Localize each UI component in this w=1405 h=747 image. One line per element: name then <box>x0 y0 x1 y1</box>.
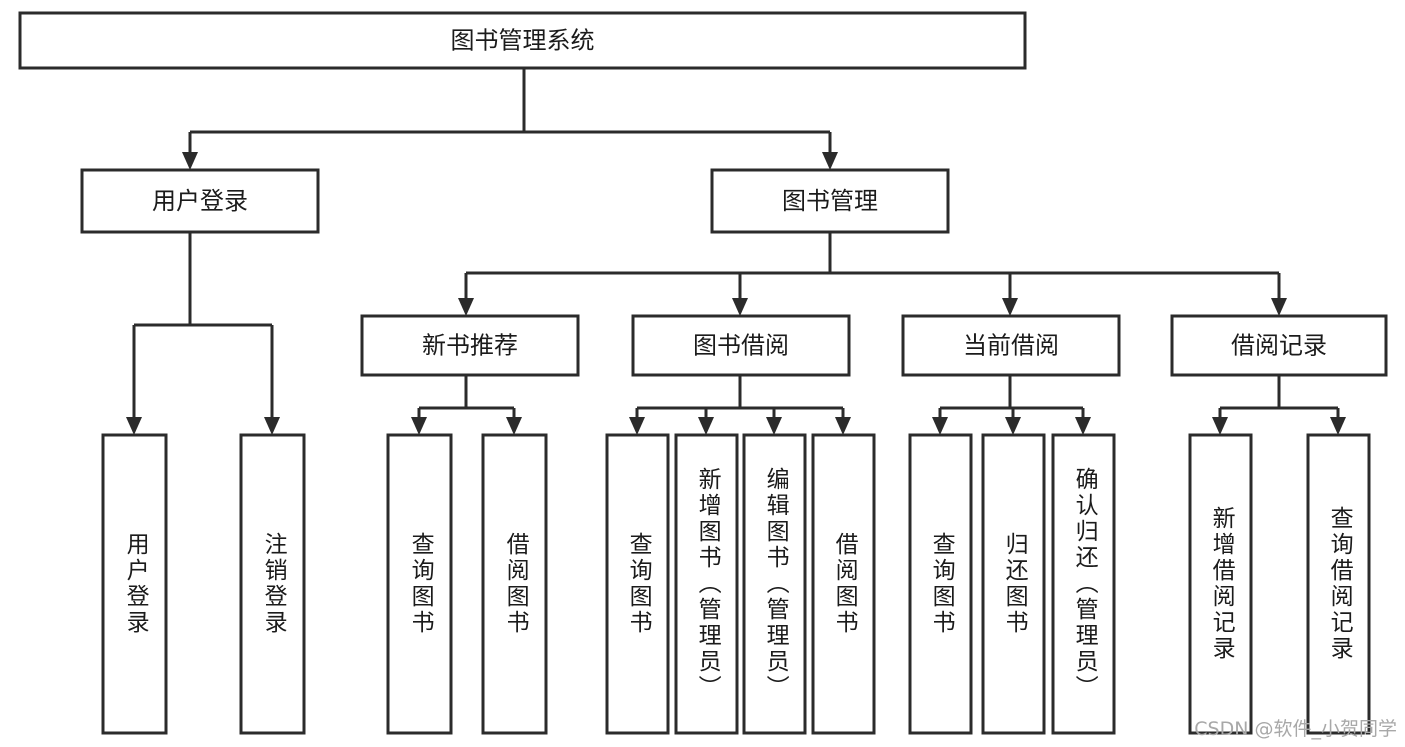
arrow-head-icon <box>1330 417 1346 435</box>
node-label-user-login: 用户登录 <box>152 187 248 215</box>
arrow-head-icon <box>126 417 142 435</box>
leaf-node-leaf-borrow-book-recommend[interactable] <box>481 433 548 735</box>
arrow-head-icon <box>629 417 645 435</box>
leaf-node-leaf-confirm-return-admin[interactable] <box>1051 433 1116 735</box>
arrow-head-icon <box>1271 298 1287 316</box>
node-book-borrow[interactable] <box>631 314 851 377</box>
node-borrow-record[interactable] <box>1170 314 1388 377</box>
arrow-head-icon <box>822 152 838 170</box>
arrow-head-icon <box>732 298 748 316</box>
watermark-text: CSDN @软件_小贺同学 <box>1194 718 1397 740</box>
node-label-book-borrow: 图书借阅 <box>693 332 789 360</box>
node-label-root: 图书管理系统 <box>451 27 595 55</box>
arrow-head-icon <box>1075 417 1091 435</box>
node-label-book-management: 图书管理 <box>782 187 878 215</box>
leaf-node-leaf-borrow-book[interactable] <box>811 433 876 735</box>
connectors-layer <box>126 68 1346 435</box>
arrow-head-icon <box>932 417 948 435</box>
arrow-head-icon <box>411 417 427 435</box>
arrow-head-icon <box>1212 417 1228 435</box>
leaf-node-leaf-add-borrow-record[interactable] <box>1188 433 1253 735</box>
arrow-head-icon <box>1002 298 1018 316</box>
node-label-borrow-record: 借阅记录 <box>1231 332 1327 360</box>
node-new-book-recommend[interactable] <box>360 314 580 377</box>
connector-current-borrow-to-leaves <box>932 375 1091 435</box>
arrow-head-icon <box>458 298 474 316</box>
node-root[interactable] <box>18 11 1027 70</box>
leaf-node-leaf-query-book-borrow[interactable] <box>605 433 670 735</box>
leaf-node-leaf-query-book-recommend[interactable] <box>386 433 453 735</box>
arrow-head-icon <box>506 417 522 435</box>
node-book-management[interactable] <box>710 168 950 234</box>
arrow-head-icon <box>1005 417 1021 435</box>
leaf-node-leaf-user-login[interactable] <box>101 433 168 735</box>
connector-borrow-record-to-leaves <box>1212 375 1346 435</box>
node-user-login[interactable] <box>80 168 320 234</box>
arrow-head-icon <box>264 417 280 435</box>
connector-user-login-to-leaves <box>126 232 280 435</box>
leaf-node-leaf-add-book-admin[interactable] <box>674 433 739 735</box>
arrow-head-icon <box>766 417 782 435</box>
arrow-head-icon <box>182 152 198 170</box>
node-label-current-borrow: 当前借阅 <box>963 332 1059 360</box>
connector-book-management-to-level3 <box>458 232 1287 316</box>
arrow-head-icon <box>835 417 851 435</box>
leaf-node-leaf-query-book-current[interactable] <box>908 433 973 735</box>
connector-book-borrow-to-leaves <box>629 375 851 435</box>
connector-root-to-level2 <box>182 68 838 170</box>
node-label-new-book-recommend: 新书推荐 <box>422 332 518 360</box>
connector-new-book-recommend-to-leaves <box>411 375 522 435</box>
boxes-layer <box>18 11 1388 735</box>
leaf-node-leaf-query-borrow-record[interactable] <box>1306 433 1371 735</box>
arrow-head-icon <box>698 417 714 435</box>
leaf-node-leaf-user-logout[interactable] <box>239 433 306 735</box>
node-current-borrow[interactable] <box>901 314 1121 377</box>
leaf-node-leaf-edit-book-admin[interactable] <box>742 433 807 735</box>
leaf-node-leaf-return-book[interactable] <box>981 433 1046 735</box>
